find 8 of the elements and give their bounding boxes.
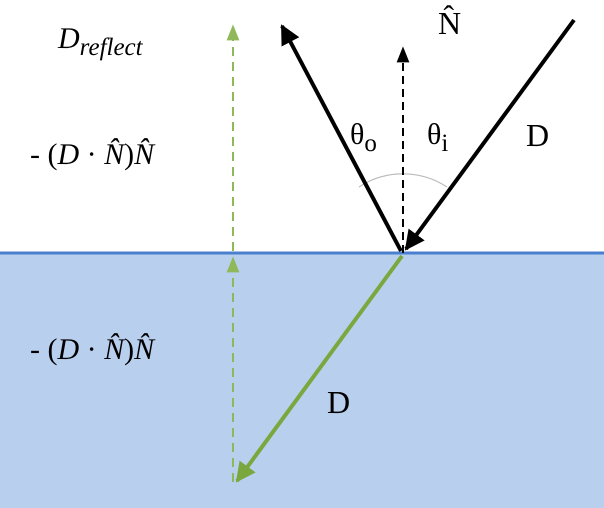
vector-label: D — [526, 118, 550, 154]
formula-label: - (D · N̂)N̂ — [30, 138, 154, 171]
formula-label: - (D · N̂)N̂ — [30, 333, 154, 366]
vector-label: D$_{reflect}$ — [58, 22, 143, 62]
vector-label: N̂ — [438, 6, 462, 42]
angle-label: θ$_{o}$ — [350, 118, 377, 158]
vector-label: D — [327, 385, 350, 420]
angle-label: θ$_{i}$ — [427, 118, 448, 158]
